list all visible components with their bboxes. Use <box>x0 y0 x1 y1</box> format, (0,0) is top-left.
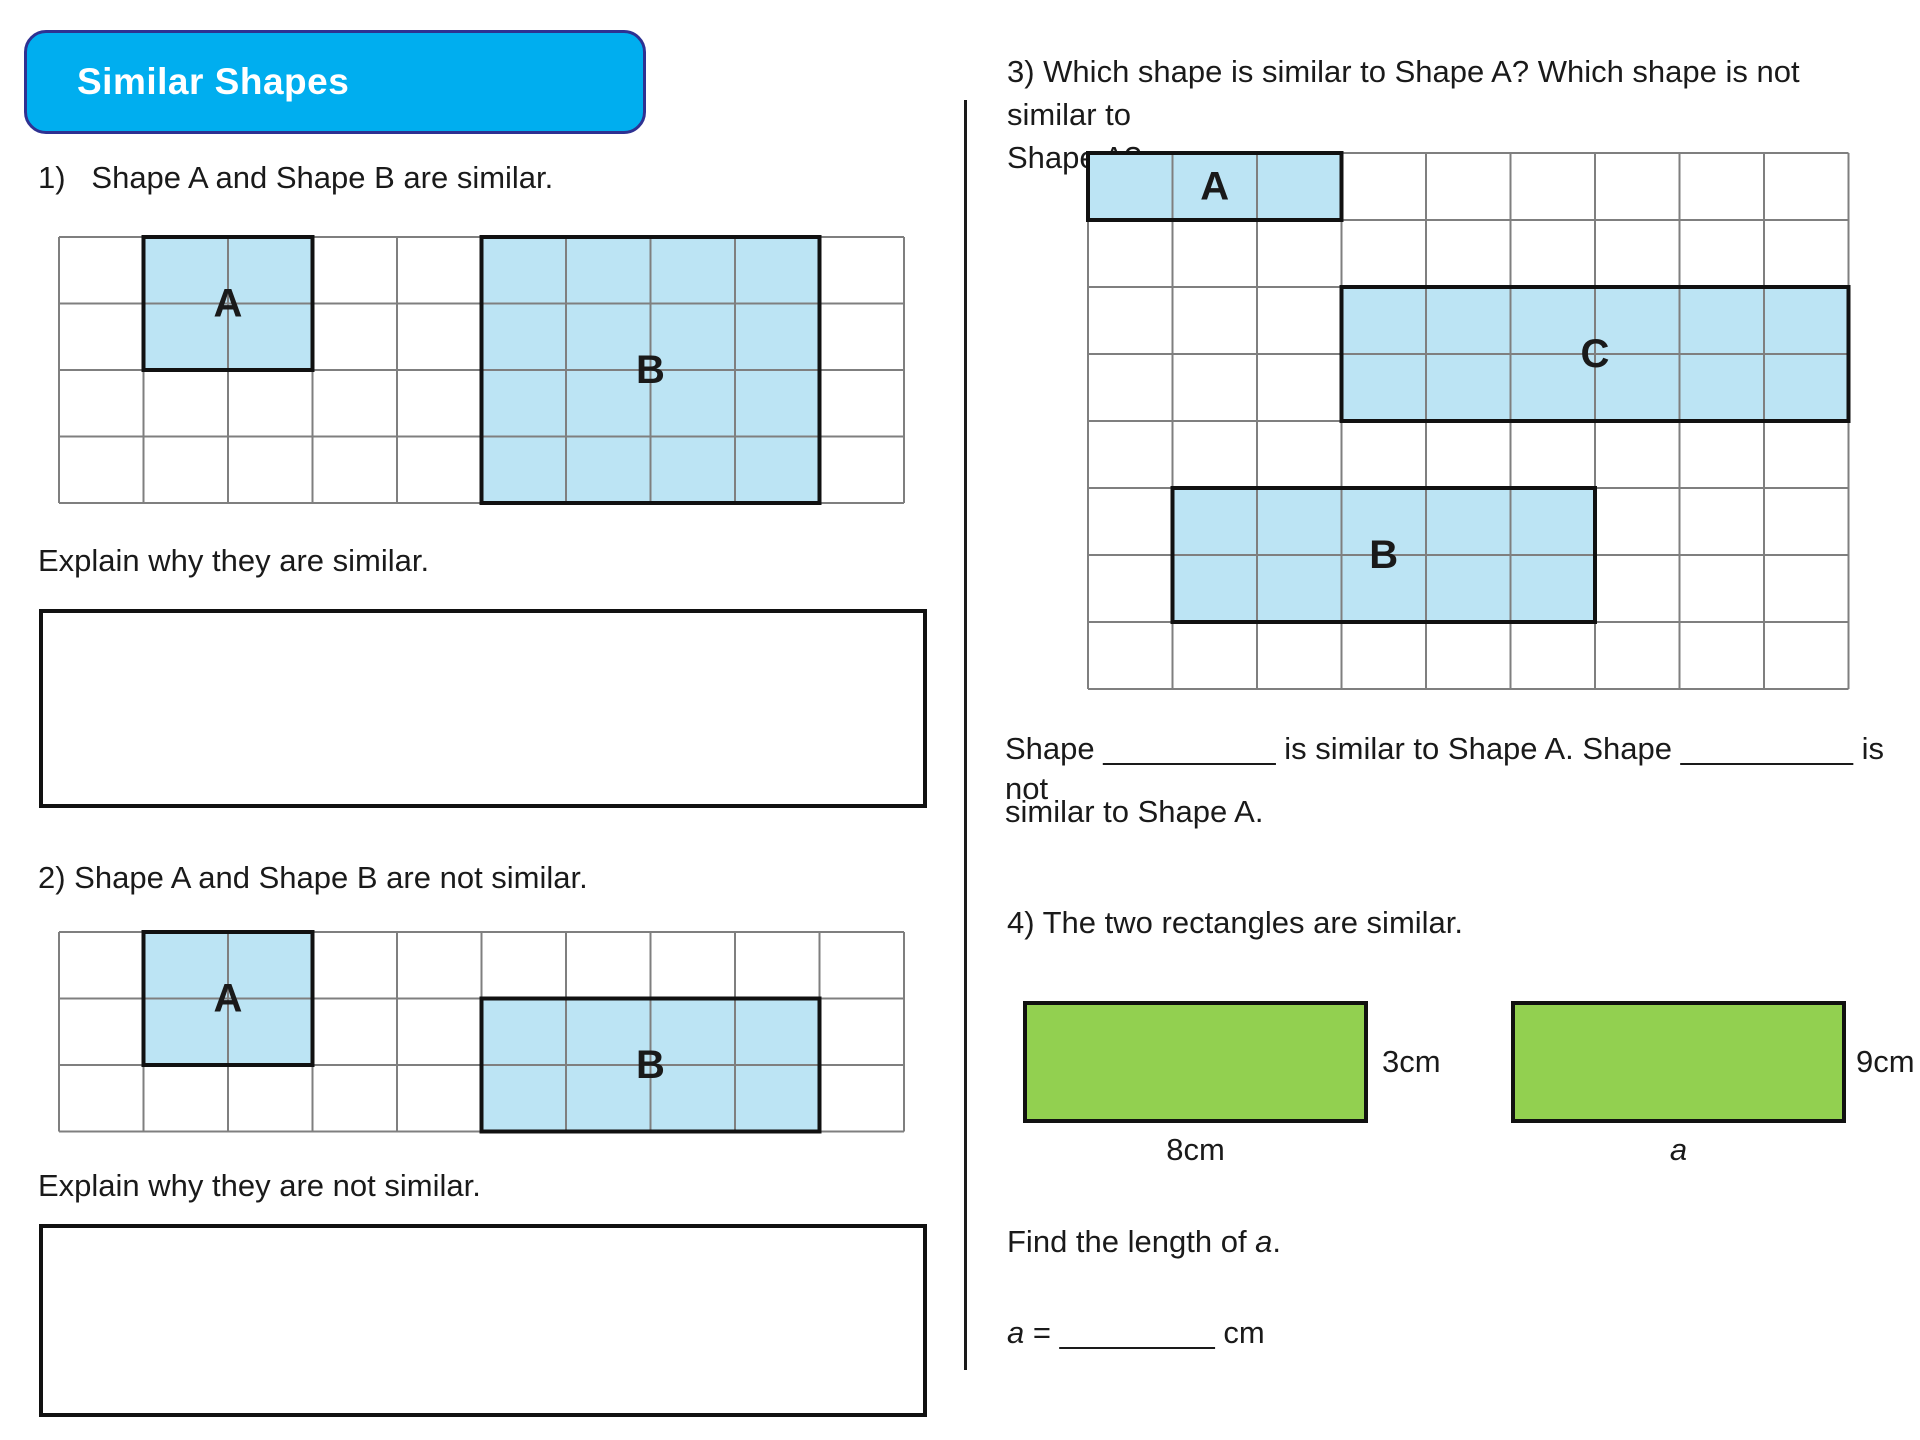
answer-variable: a <box>1007 1315 1025 1350</box>
rect2-width-label: a <box>1669 1132 1688 1167</box>
shape-b-label: B <box>636 1043 665 1087</box>
shape-a-fill <box>1088 153 1342 220</box>
find-period: . <box>1272 1224 1282 1259</box>
worksheet-title-badge: Similar Shapes <box>24 30 646 134</box>
find-variable: a <box>1255 1224 1273 1259</box>
question3-grid: A C B <box>1085 150 1852 697</box>
rect1-height-label: 3cm <box>1382 1044 1441 1079</box>
shape-c-border <box>1339 285 1851 423</box>
find-text: Find the length of <box>1007 1224 1256 1259</box>
question1-answer-box[interactable] <box>39 609 927 808</box>
similar-rectangle-2 <box>1511 1001 1846 1123</box>
rect1-width-label: 8cm <box>1166 1132 1225 1167</box>
grid-svg: AB <box>58 235 905 505</box>
shape-c-label: C <box>1581 332 1610 376</box>
answer-equals: = <box>1024 1315 1060 1350</box>
question1-explain-label: Explain why they are similar. <box>38 543 430 578</box>
question3-heading-line1: 3) Which shape is similar to Shape A? Wh… <box>1007 54 1809 132</box>
question1-heading: 1) Shape A and Shape B are similar. <box>38 160 554 195</box>
question3-fill-line2: similar to Shape A. <box>1005 794 1264 829</box>
answer-blank: _________ <box>1059 1315 1215 1350</box>
shape-a-border <box>141 930 315 1067</box>
similar-rectangle-1 <box>1023 1001 1368 1123</box>
shape-b-border <box>1170 486 1597 624</box>
question4-answer-line[interactable]: a = _________ cm <box>1007 1313 1265 1353</box>
rect2-height-label: 9cm <box>1856 1044 1915 1079</box>
shape-a-label: A <box>1200 165 1229 209</box>
shape-b-label: B <box>636 348 665 392</box>
page-title: Similar Shapes <box>77 61 350 102</box>
question3-fill-line1: Shape __________ is similar to Shape A. … <box>1005 731 1893 806</box>
question3-heading: 3) Which shape is similar to Shape A? Wh… <box>1007 50 1887 179</box>
grid-svg: AB <box>58 930 905 1134</box>
shape-b-border <box>479 235 822 505</box>
column-divider <box>964 100 967 1370</box>
answer-unit: cm <box>1214 1315 1265 1350</box>
shape-a-border <box>141 235 315 372</box>
shape-b-label: B <box>1369 533 1398 577</box>
question2-answer-box[interactable] <box>39 1224 927 1417</box>
question4-find-label: Find the length of a. <box>1007 1222 1281 1262</box>
shape-a-label: A <box>214 282 243 326</box>
shape-b-border <box>479 996 822 1134</box>
question4-heading: 4) The two rectangles are similar. <box>1007 905 1464 940</box>
question2-heading: 2) Shape A and Shape B are not similar. <box>38 860 588 895</box>
shape-a-label: A <box>214 977 243 1021</box>
question2-explain-label: Explain why they are not similar. <box>38 1168 481 1203</box>
shape-a-border <box>1086 151 1344 222</box>
grid-svg: A C B <box>1086 151 1851 690</box>
